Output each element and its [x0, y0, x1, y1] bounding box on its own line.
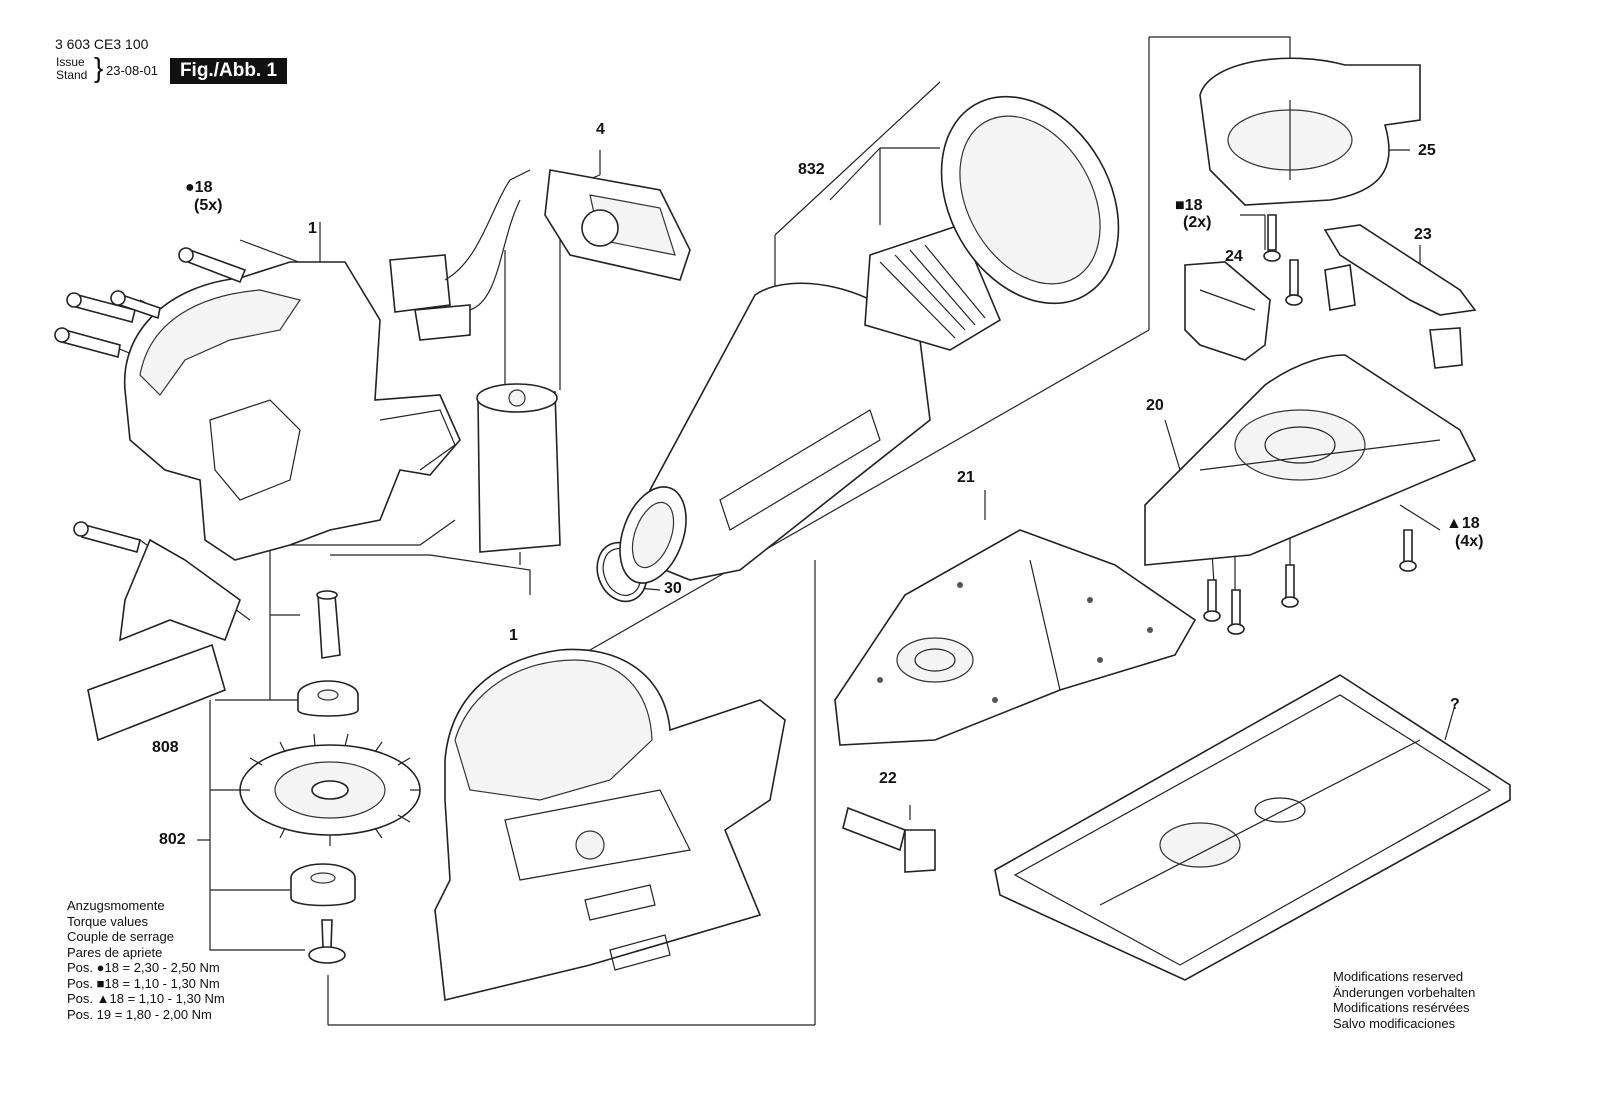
part-number: 3 603 CE3 100 — [55, 36, 149, 52]
label-part-25: 25 — [1418, 142, 1436, 159]
top-cover-part — [1199, 57, 1421, 206]
label-part-18-square: ■18 — [1175, 197, 1203, 214]
housing-half-right-part — [434, 648, 786, 1001]
label-part-23: 23 — [1414, 226, 1432, 243]
label-qty-5x: (5x) — [194, 197, 223, 214]
label-part-802: 802 — [159, 831, 186, 848]
screw-group-left — [54, 247, 247, 553]
modification-line: Salvo modificaciones — [1333, 1015, 1456, 1031]
motor-part — [476, 383, 561, 565]
torque-line: Pos. ●18 = 2,30 - 2,50 Nm — [67, 960, 220, 975]
label-part-21: 21 — [957, 469, 975, 486]
fan-assembly-part — [239, 590, 421, 964]
modification-line: Änderungen vorbehalten — [1333, 984, 1476, 1000]
label-part-1-top: 1 — [308, 220, 317, 237]
base-plate-20-part — [1144, 354, 1477, 566]
torque-line: Pares de apriete — [67, 944, 163, 960]
label-part-4: 4 — [596, 121, 605, 138]
rectangular-plate-part — [994, 674, 1511, 981]
bracket-24-part — [1184, 261, 1271, 361]
label-part-18-triangle: ▲18 — [1446, 515, 1480, 532]
bracket-23-part — [1323, 224, 1477, 369]
switch-electronics-part — [389, 169, 691, 341]
screws-triangle-part — [1203, 529, 1417, 635]
label-part-24: 24 — [1225, 248, 1243, 265]
sanding-plate-21-part — [834, 529, 1197, 746]
label-part-832: 832 — [798, 161, 825, 178]
label-part-20: 20 — [1146, 397, 1164, 414]
torque-line: Pos. ▲18 = 1,10 - 1,30 Nm — [67, 991, 225, 1006]
label-qty-4x: (4x) — [1455, 533, 1484, 550]
torque-line: Couple de serrage — [67, 929, 174, 944]
modification-notes: Modifications reserved Änderungen vorbeh… — [1333, 969, 1475, 1031]
issue-label: Issue — [56, 55, 85, 69]
screws-square-part — [1263, 214, 1303, 306]
label-part-30: 30 — [664, 580, 682, 597]
issue-date: 23-08-01 — [106, 63, 159, 78]
torque-line: Anzugsmomente — [67, 898, 165, 913]
label-plate-part — [87, 643, 226, 742]
label-part-22: 22 — [879, 770, 897, 787]
housing-half-left-part — [119, 261, 461, 642]
label-part-808: 808 — [152, 739, 179, 756]
dust-canister-part — [619, 95, 1120, 584]
torque-notes: Anzugsmomente Torque values Couple de se… — [67, 898, 225, 1022]
label-qty-2x: (2x) — [1183, 214, 1212, 231]
label-part-18-dot: ●18 — [185, 179, 213, 196]
stand-label: Stand — [56, 68, 88, 82]
torque-line: Pos. ■18 = 1,10 - 1,30 Nm — [67, 975, 220, 991]
torque-line: Pos. 19 = 1,80 - 2,00 Nm — [67, 1006, 212, 1022]
figure-label: Fig./Abb. 1 — [170, 58, 287, 84]
modification-line: Modifications reserved — [1333, 969, 1464, 984]
brace-glyph: } — [94, 52, 104, 83]
torque-line: Torque values — [67, 913, 148, 929]
label-part-unknown: ? — [1450, 696, 1460, 713]
comb-part-22 — [842, 806, 936, 873]
label-part-1-bottom: 1 — [509, 627, 518, 644]
modification-line: Modifications resérvées — [1333, 1000, 1470, 1015]
